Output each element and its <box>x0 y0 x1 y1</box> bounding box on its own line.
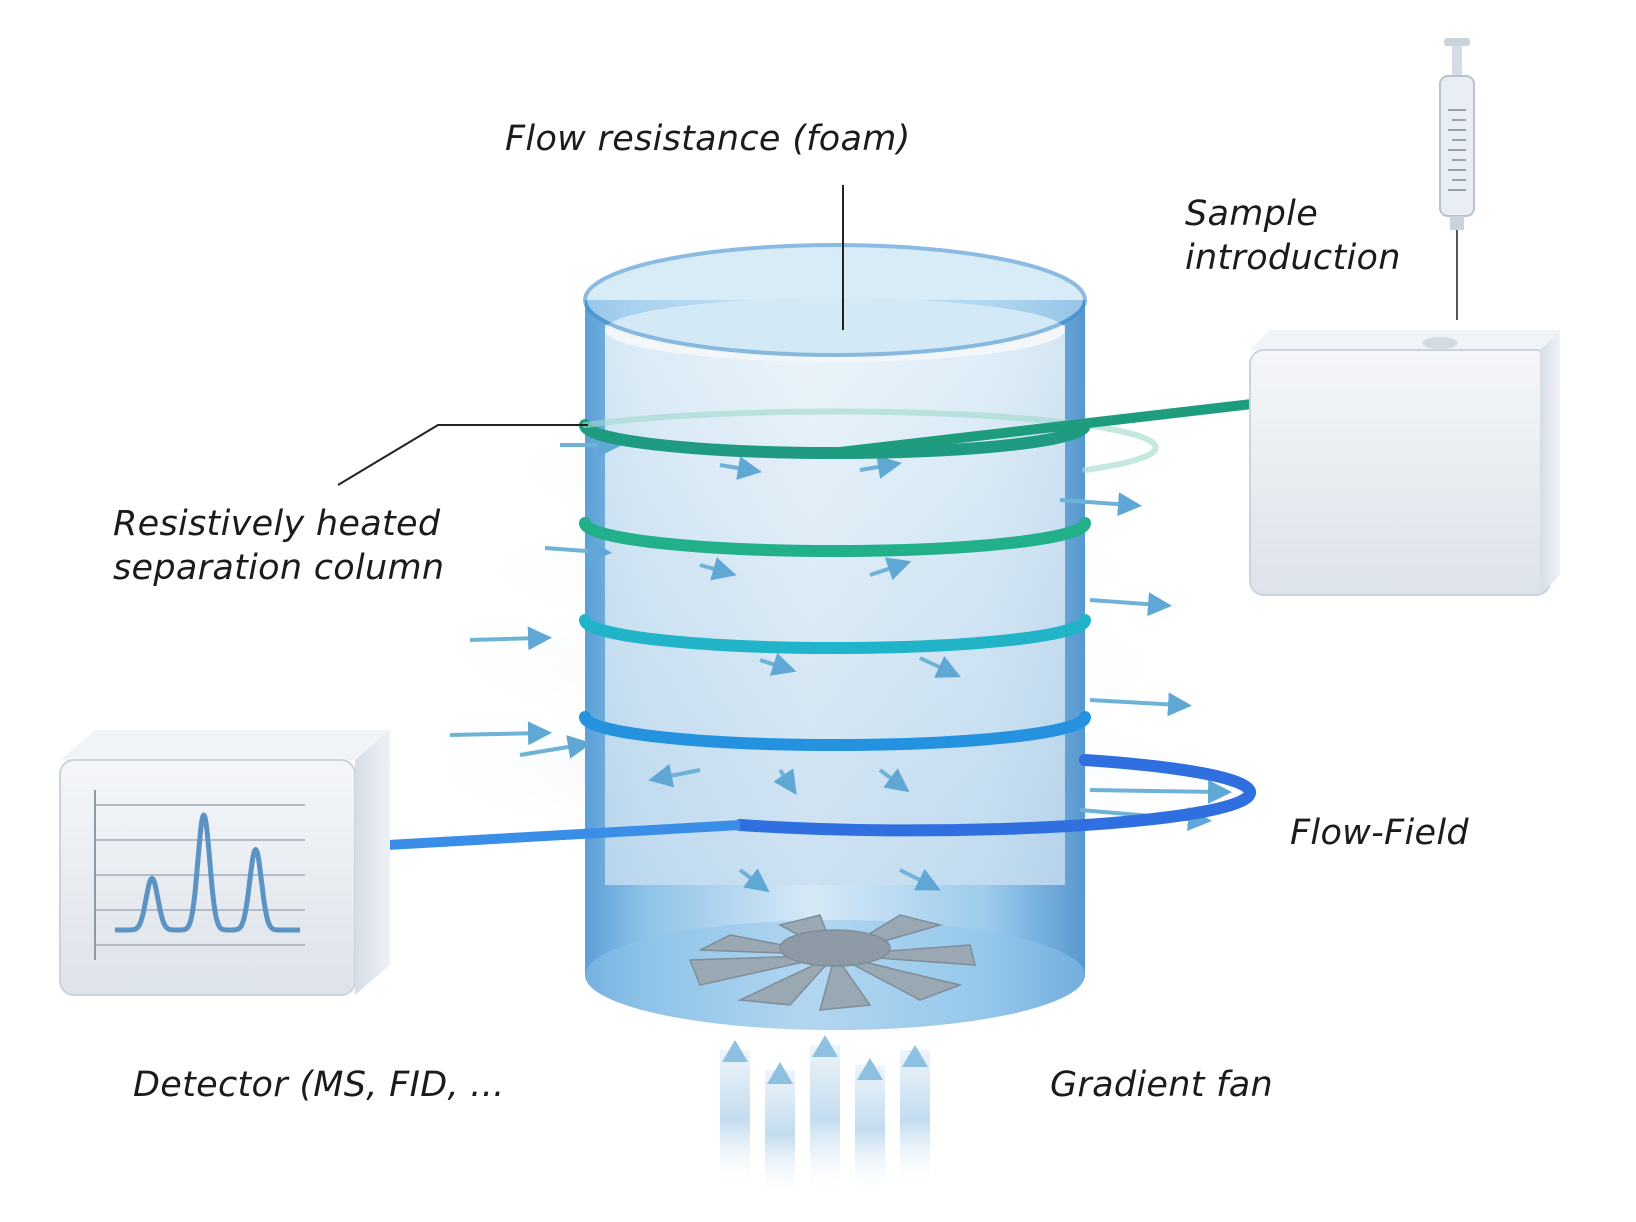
flow-arrow <box>519 735 592 759</box>
label-flow-resistance: Flow resistance (foam) <box>505 119 911 159</box>
flow-arrow <box>1059 492 1142 517</box>
label-column-line1: Resistively heated <box>113 504 441 544</box>
flow-field-arrows <box>449 433 1232 893</box>
sample-transfer-line <box>839 399 1253 457</box>
syringe-icon <box>1439 38 1475 320</box>
flow-arrow <box>544 539 612 564</box>
flow-arrow <box>1089 779 1232 804</box>
label-column-line2: separation column <box>113 548 445 588</box>
detector-box <box>59 730 390 996</box>
label-gradient-fan: Gradient fan <box>1050 1065 1274 1105</box>
flow-arrow <box>719 456 762 480</box>
flow-arrow <box>869 557 912 581</box>
column-leader <box>337 424 588 486</box>
flow-arrow <box>919 656 961 678</box>
cylinder-rim <box>583 243 1087 357</box>
label-sample-line2: introduction <box>1185 238 1401 278</box>
detector-signal-trace <box>113 812 302 933</box>
flow-arrow <box>469 626 552 651</box>
flow-arrow <box>878 768 910 793</box>
fan-airflow <box>720 1035 930 1200</box>
flow-arrow <box>1089 692 1192 717</box>
flow-arrow <box>699 557 737 581</box>
label-sample-line1: Sample <box>1185 194 1319 234</box>
gradient-fan-blades <box>688 914 976 1011</box>
flow-arrow <box>449 721 552 746</box>
label-detector: Detector (MS, FID, ... <box>133 1065 505 1105</box>
leader-lines <box>337 185 844 486</box>
flow-arrow <box>859 455 902 479</box>
sample-introduction-box <box>1249 330 1560 596</box>
flow-arrow <box>773 768 797 795</box>
detector-transfer-line <box>369 820 741 851</box>
flow-arrow <box>759 652 797 676</box>
flow-arrow <box>1089 592 1172 617</box>
flow-arrow <box>648 763 701 788</box>
label-flow-field: Flow-Field <box>1290 813 1469 853</box>
flow-arrow <box>738 868 770 893</box>
heated-column-coil <box>579 408 1256 837</box>
flow-arrow <box>899 868 941 891</box>
